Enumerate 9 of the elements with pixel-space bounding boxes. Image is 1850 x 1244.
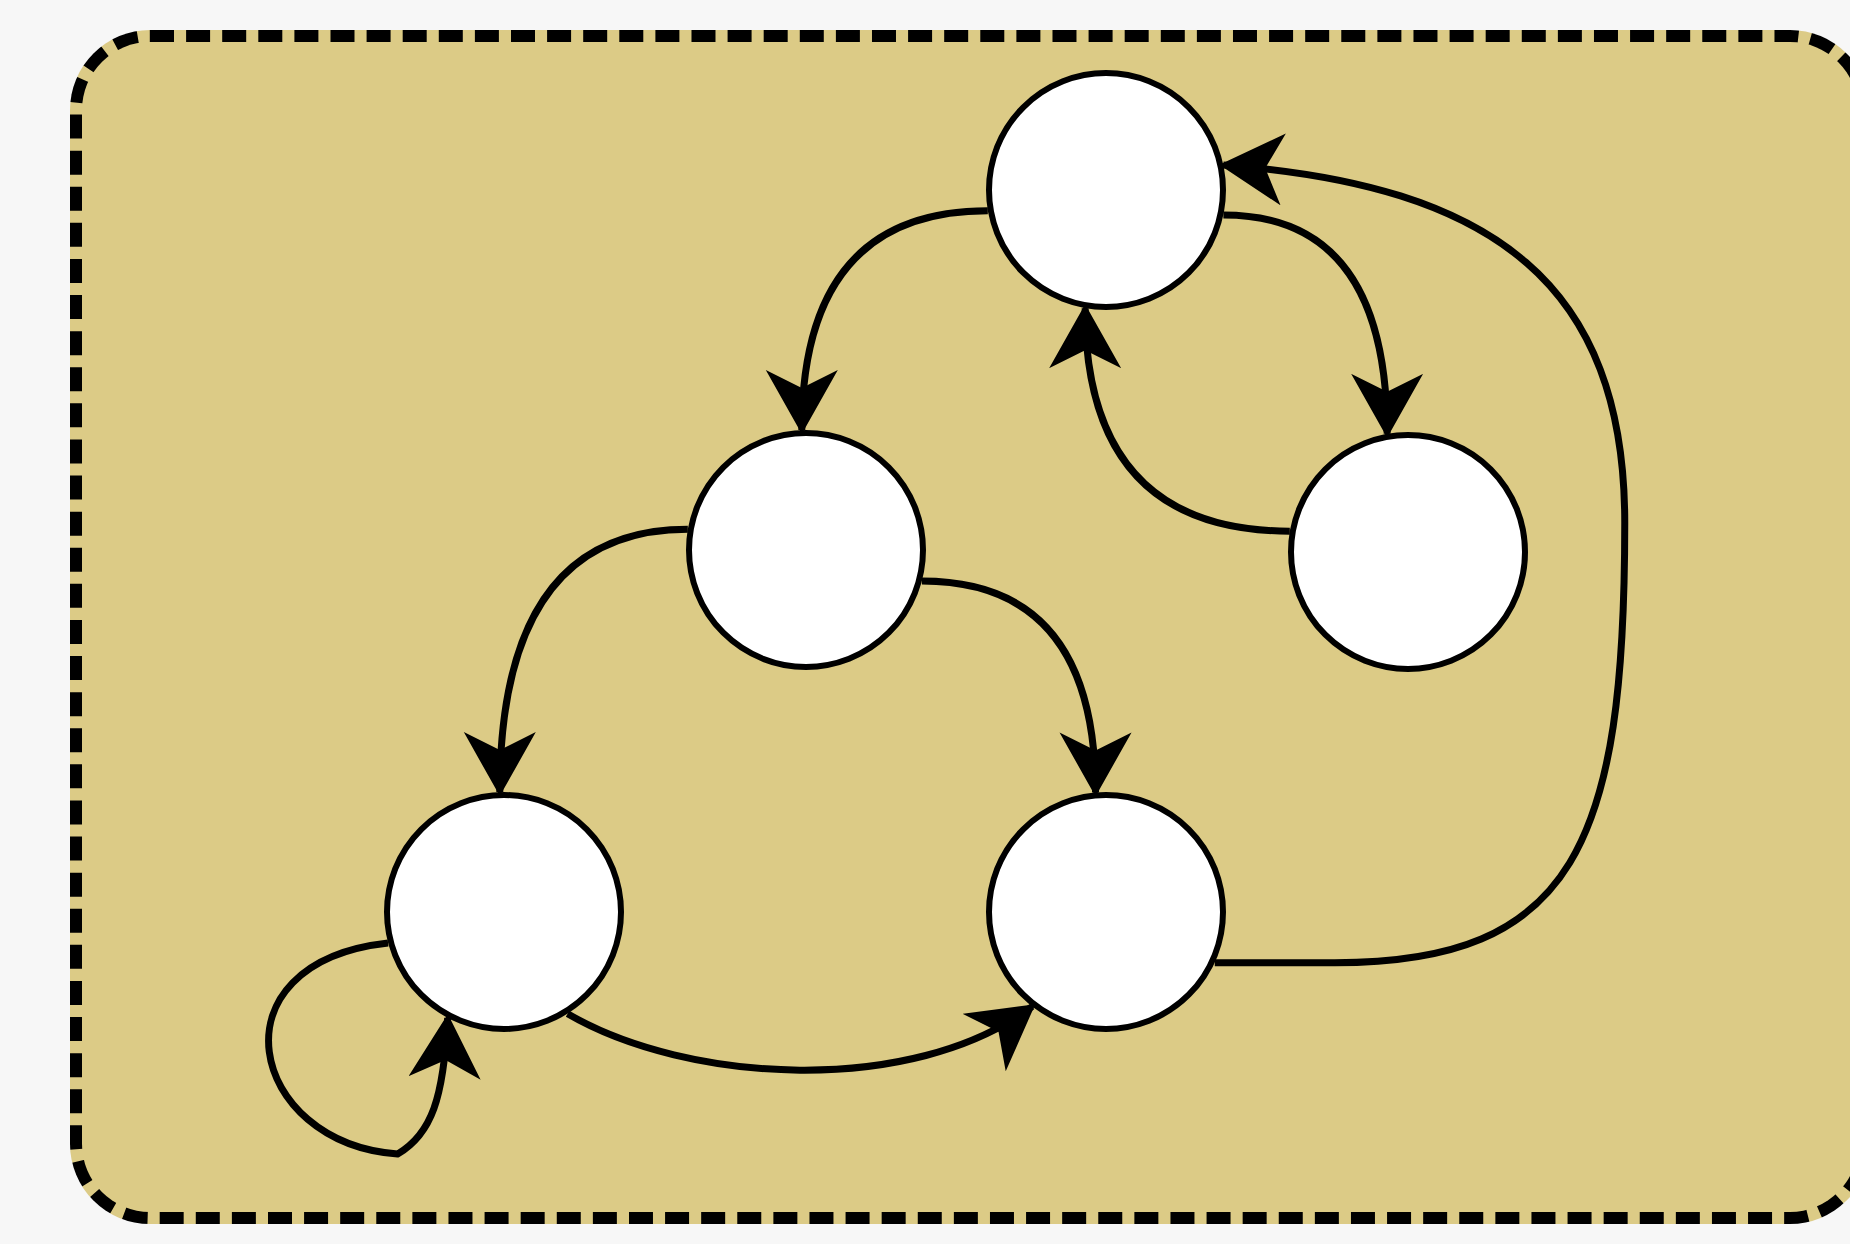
arrow [768,207,988,435]
arrow [921,577,1130,797]
arrow [1051,304,1290,535]
arrow [1223,211,1422,438]
arrow [465,525,689,797]
loop-arrow [265,939,480,1158]
arrow [566,1003,1036,1074]
arrow [1214,135,1629,967]
dashed-rounded-panel [70,30,1850,1224]
